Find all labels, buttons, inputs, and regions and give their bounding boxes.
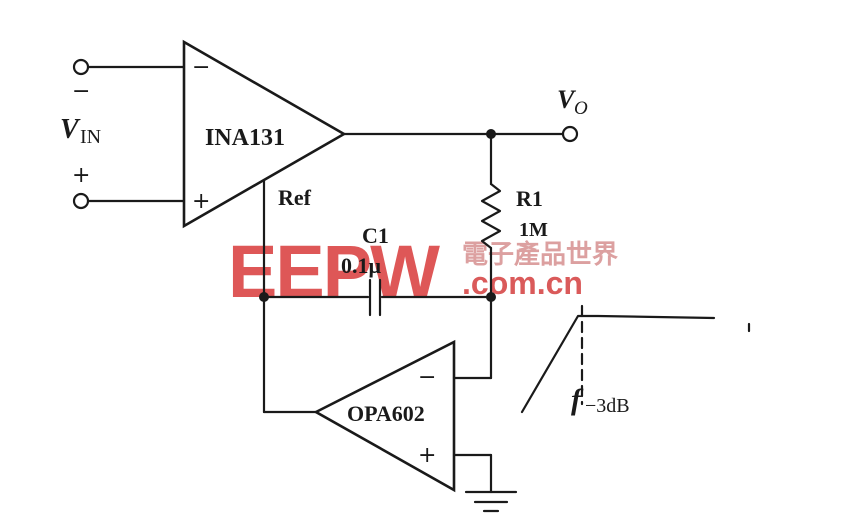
output-subscript: O [574,98,588,119]
ina131-label: INA131 [205,125,285,151]
c1-left-junction-dot [259,292,269,302]
ina131-inv-input-mark: − [192,55,210,80]
input-minus-terminal [72,58,90,76]
eepw-watermark: EEPW 電子產品世界 .com.cn [228,230,618,313]
c1-name: C1 [362,223,389,248]
input-terminals: − + V IN [60,58,186,210]
ina131-noninv-input-mark: + [192,189,210,214]
opa602-inv-input-mark: − [418,365,436,390]
capacitor-c1: C1 0.1μ [259,178,496,414]
output-wiring: V O [342,85,588,143]
input-subscript: IN [80,126,101,148]
r1-name: R1 [516,186,543,211]
watermark-url: .com.cn [462,265,583,301]
ina131-ref-label: Ref [278,185,312,210]
input-minus-mark: − [72,79,90,104]
r1-zigzag [480,182,502,250]
watermark-cn-text: 電子產品世界 [462,239,618,269]
ina131-amplifier: − + INA131 Ref [182,39,347,229]
input-plus-terminal [72,192,90,210]
watermark-logo: EEPW [228,230,440,313]
response-curve [520,314,716,414]
opa602-triangle [313,339,456,493]
c1-right-junction-dot [486,292,496,302]
input-label: V [60,114,81,145]
opa602-noninv-input-mark: + [418,443,436,468]
r1-value: 1M [519,219,548,241]
input-plus-mark: + [72,163,90,188]
output-label: V [557,85,577,114]
output-terminal [561,125,579,143]
opa602-amplifier: − + OPA602 [262,339,493,494]
cutoff-label: f [571,383,584,416]
frequency-response-sketch: f −3dB [520,304,751,417]
opa602-label: OPA602 [347,401,425,426]
ground-icon [464,490,518,513]
c1-value: 0.1μ [341,253,382,278]
cutoff-subscript: −3dB [585,395,630,417]
resistor-r1: R1 1M [480,132,548,380]
